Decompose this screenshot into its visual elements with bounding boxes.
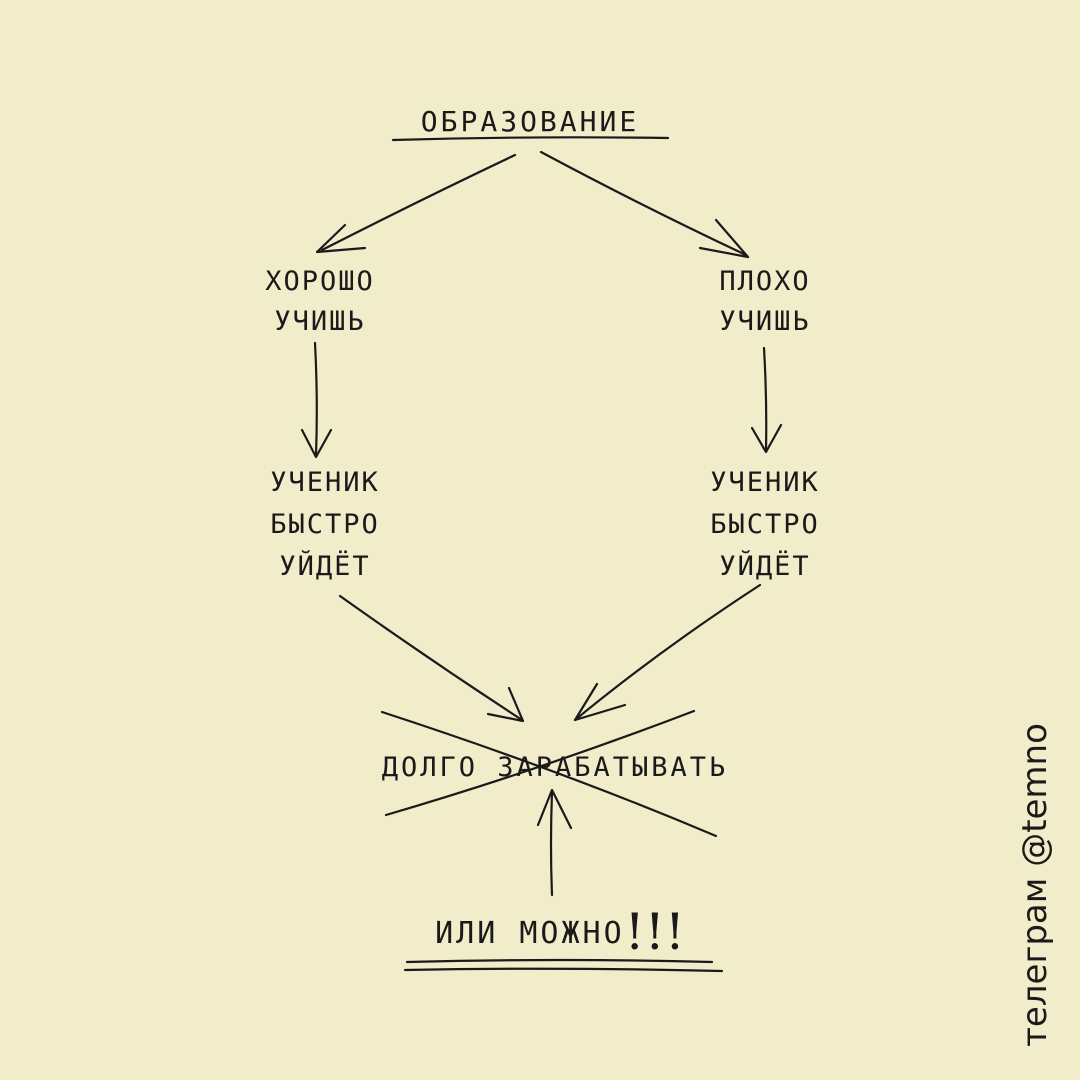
arrowhead-bad-to-outcome [750,423,783,454]
left-outcome-node: УЧЕНИК БЫСТРО УЙДЁТ [240,462,410,588]
alternative-text: ИЛИ МОЖНО [435,916,625,951]
alternative-emphasis: !!! [624,903,685,961]
bad-study-line1: ПЛОХО [719,266,811,297]
cross-stroke-2 [384,709,696,817]
bad-study-line2: УЧИШЬ [719,306,811,337]
left-outcome-line1: УЧЕНИК [270,467,380,498]
alternative-underline-1 [405,958,714,964]
right-outcome-node: УЧЕНИК БЫСТРО УЙДЁТ [680,462,850,588]
left-outcome-line3: УЙДЁТ [279,551,371,582]
arrowhead-title-to-good [315,223,367,254]
good-study-line2: УЧИШЬ [274,306,366,337]
title-text: ОБРАЗОВАНИЕ [420,105,640,138]
arrow-title-to-bad [539,150,748,257]
arrow-right-outcome-to-earn [573,583,762,722]
arrowhead-left-outcome-to-earn [486,686,525,723]
title-node: ОБРАЗОВАНИЕ [380,102,680,142]
crossed-out-text: ДОЛГО ЗАРАБАТЫВАТЬ [381,752,729,783]
right-outcome-line2: БЫСТРО [710,509,820,540]
arrowhead-good-to-outcome [300,428,333,459]
alternative-node: ИЛИ МОЖНО!!! [395,907,725,957]
right-outcome-line3: УЙДЁТ [719,551,811,582]
left-outcome-line2: БЫСТРО [270,509,380,540]
good-study-line1: ХОРОШО [265,266,375,297]
good-study-node: ХОРОШО УЧИШЬ [230,262,410,342]
arrow-bad-to-outcome [762,346,768,452]
crossed-out-node: ДОЛГО ЗАРАБАТЫВАТЬ [350,748,760,788]
arrow-title-to-good [320,153,517,252]
right-outcome-line1: УЧЕНИК [710,467,820,498]
arrowhead-title-to-bad [698,218,750,259]
arrow-good-to-outcome [313,341,318,457]
title-underline [391,136,670,142]
arrowhead-right-outcome-to-earn [573,682,627,722]
alternative-underline-2 [403,967,724,973]
arrow-left-outcome-to-earn [338,594,524,722]
telegram-handle: телеграм @temno [1015,723,1055,1047]
arrowhead-alternative-to-earn [536,788,573,830]
bad-study-node: ПЛОХО УЧИШЬ [685,262,845,342]
cross-stroke-1 [380,710,718,838]
arrow-alternative-to-earn [549,790,554,897]
